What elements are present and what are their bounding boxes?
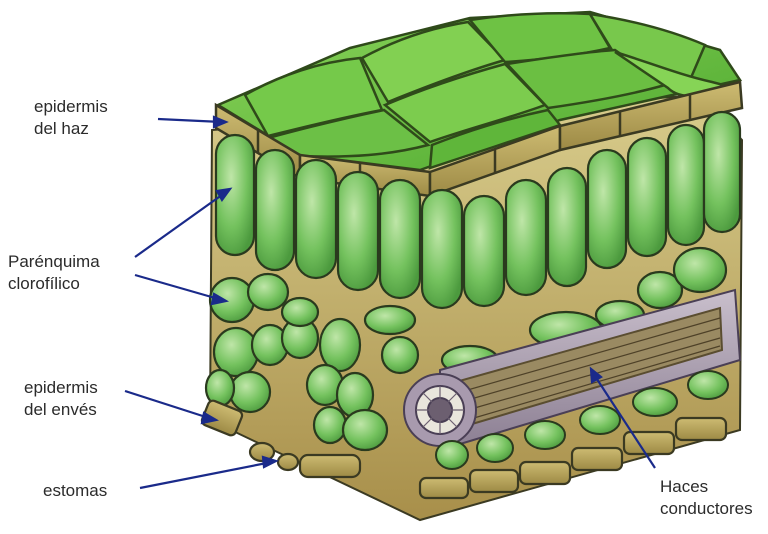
label-epidermis-enves: epidermis del envés <box>24 377 98 421</box>
label-estomas-text: estomas <box>43 480 107 502</box>
label-haces-line1: Haces <box>660 476 753 498</box>
label-epidermis-haz-line2: del haz <box>34 118 108 140</box>
label-epidermis-haz-line1: epidermis <box>34 96 108 118</box>
label-haces-line2: conductores <box>660 498 753 520</box>
label-haces-conductores: Haces conductores <box>660 476 753 520</box>
label-epidermis-enves-line1: epidermis <box>24 377 98 399</box>
label-epidermis-haz: epidermis del haz <box>34 96 108 140</box>
label-parenquima-line2: clorofílico <box>8 273 100 295</box>
label-parenquima-clorofilico: Parénquima clorofílico <box>8 251 100 295</box>
label-estomas: estomas <box>43 480 107 502</box>
label-parenquima-line1: Parénquima <box>8 251 100 273</box>
label-epidermis-enves-line2: del envés <box>24 399 98 421</box>
